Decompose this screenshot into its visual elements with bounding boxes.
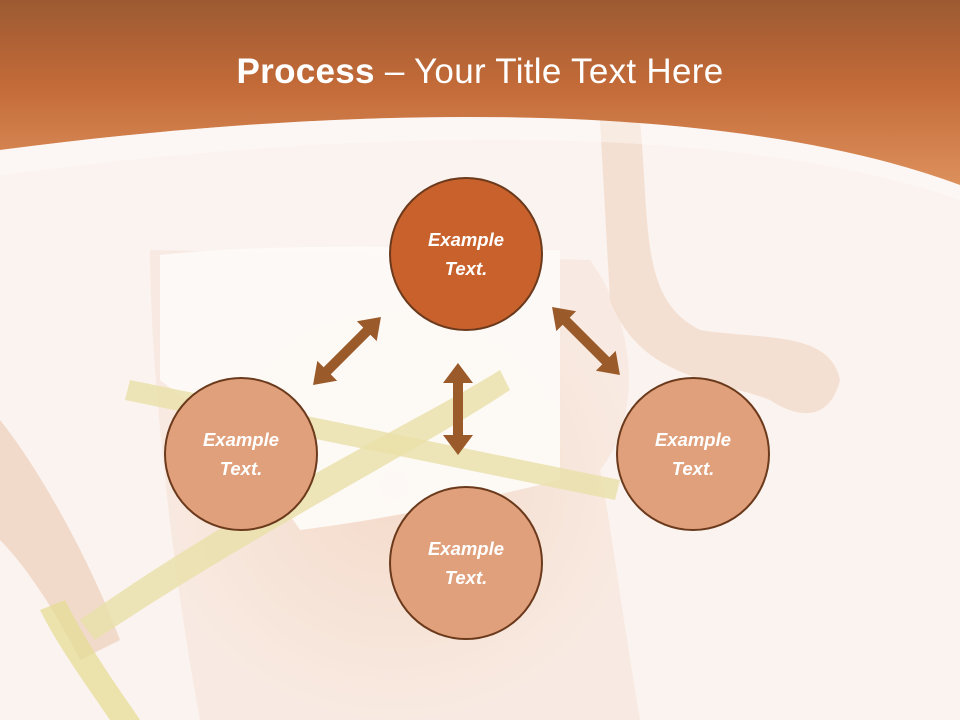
node-top: Example Text. [389, 177, 543, 331]
tape-band [40, 600, 140, 720]
title-rest: Your Title Text Here [414, 52, 724, 91]
title-bold: Process [236, 52, 375, 91]
slide-title: Process – Your Title Text Here [0, 52, 960, 92]
header-swoosh [0, 116, 960, 200]
node-bottom-label: Example Text. [427, 538, 505, 588]
arm-silhouette [600, 120, 840, 414]
node-right-label: Example Text. [654, 429, 732, 479]
header-band [0, 0, 960, 185]
title-separator: – [374, 52, 414, 91]
node-top-label: Example Text. [427, 229, 505, 279]
node-bottom: Example Text. [389, 486, 543, 640]
node-left-label: Example Text. [202, 429, 280, 479]
hand-silhouette [0, 420, 120, 660]
node-right: Example Text. [616, 377, 770, 531]
node-left: Example Text. [164, 377, 318, 531]
